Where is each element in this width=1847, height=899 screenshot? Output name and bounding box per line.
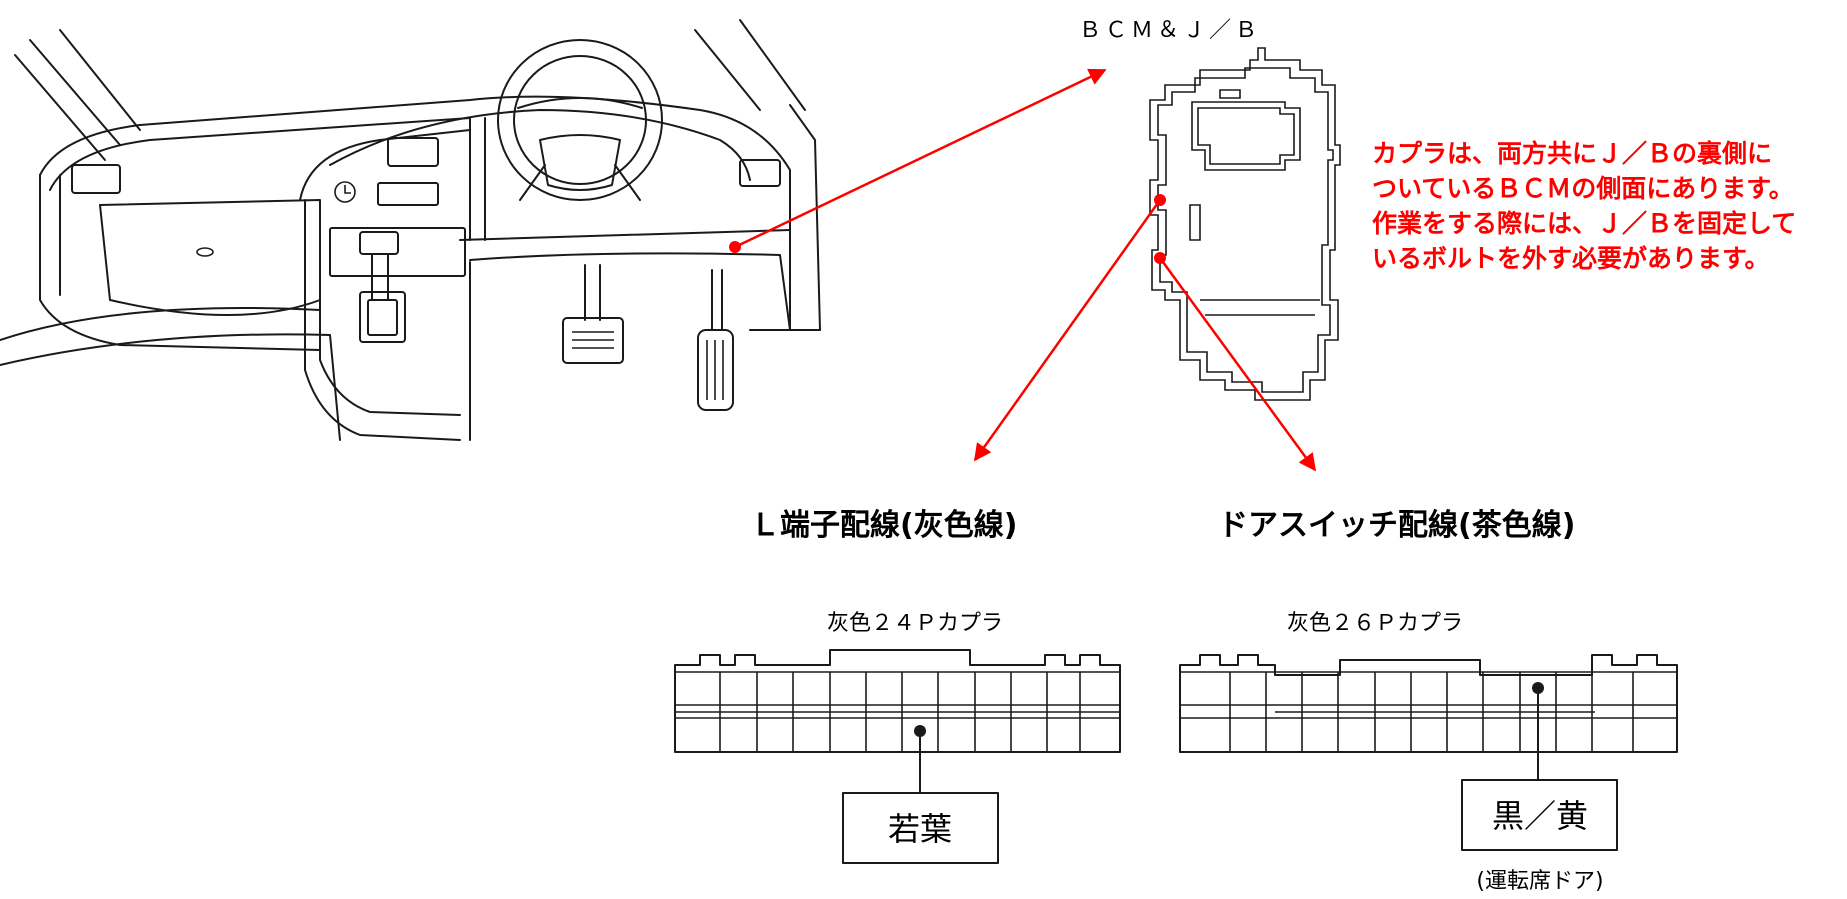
right-wire-label: 黒／黄 (1492, 797, 1588, 835)
note-line-1: カプラは、両方共にＪ／Ｂの裏側に (1372, 139, 1772, 168)
left-wire-label: 若葉 (888, 810, 952, 848)
dash-location-dot (729, 241, 741, 253)
note-line-4: いるボルトを外す必要があります。 (1372, 244, 1770, 273)
door-switch-dot (1154, 252, 1166, 264)
location-arrows (729, 68, 1317, 472)
junction-box-outline (1149, 47, 1341, 401)
right-connector-26p (1179, 654, 1678, 851)
left-connector-24p (674, 649, 1121, 864)
note-line-3: 作業をする際には、Ｊ／Ｂを固定して (1372, 209, 1796, 238)
right-connector-heading: ドアスイッチ配線(茶色線) (1218, 508, 1575, 543)
l-terminal-dot (1154, 194, 1166, 206)
jb-title: ＢＣＭ＆Ｊ／Ｂ (1079, 18, 1261, 43)
note-line-2: ついているＢＣＭの側面にあります。 (1372, 174, 1794, 203)
car-interior-illustration (0, 19, 821, 441)
left-connector-caption: 灰色２４Ｐカプラ (827, 611, 1003, 636)
left-connector-heading: Ｌ端子配線(灰色線) (750, 508, 1017, 543)
right-wire-sublabel: (運転席ドア) (1476, 869, 1603, 894)
installation-note: カプラは、両方共にＪ／Ｂの裏側に ついているＢＣＭの側面にあります。 作業をする… (1372, 139, 1796, 273)
right-connector-caption: 灰色２６Ｐカプラ (1287, 611, 1463, 636)
